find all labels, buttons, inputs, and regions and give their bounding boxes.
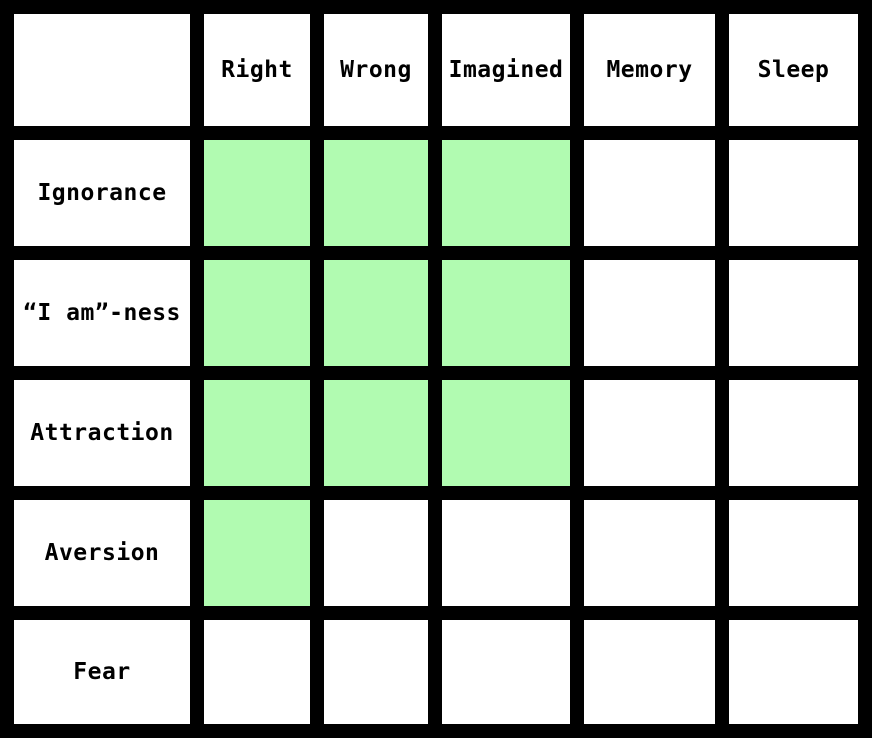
row-label-i-am-ness: “I am”-ness	[14, 260, 190, 366]
matrix-cell	[324, 140, 428, 246]
row-label-fear: Fear	[14, 620, 190, 724]
column-header-wrong: Wrong	[324, 14, 428, 126]
matrix-cell	[729, 380, 858, 486]
matrix-cell	[204, 260, 310, 366]
matrix-cell	[204, 380, 310, 486]
column-header-right: Right	[204, 14, 310, 126]
matrix-cell	[324, 620, 428, 724]
matrix-cell	[729, 500, 858, 606]
matrix-cell	[324, 500, 428, 606]
matrix-cell	[442, 620, 570, 724]
matrix-cell	[584, 380, 715, 486]
matrix-cell	[729, 140, 858, 246]
row-label-attraction: Attraction	[14, 380, 190, 486]
matrix-cell	[442, 380, 570, 486]
matrix-cell	[324, 380, 428, 486]
matrix-cell	[204, 140, 310, 246]
row-label-aversion: Aversion	[14, 500, 190, 606]
matrix-cell	[204, 500, 310, 606]
matrix-cell	[442, 260, 570, 366]
row-label-ignorance: Ignorance	[14, 140, 190, 246]
column-header-imagined: Imagined	[442, 14, 570, 126]
matrix-cell	[584, 260, 715, 366]
matrix-cell	[324, 260, 428, 366]
matrix-cell	[442, 140, 570, 246]
matrix-cell	[584, 140, 715, 246]
column-header-sleep: Sleep	[729, 14, 858, 126]
column-header-memory: Memory	[584, 14, 715, 126]
matrix-cell	[729, 260, 858, 366]
matrix-cell	[442, 500, 570, 606]
corner-cell	[14, 14, 190, 126]
matrix-cell	[204, 620, 310, 724]
matrix-cell	[584, 500, 715, 606]
matrix-cell	[584, 620, 715, 724]
matrix-cell	[729, 620, 858, 724]
